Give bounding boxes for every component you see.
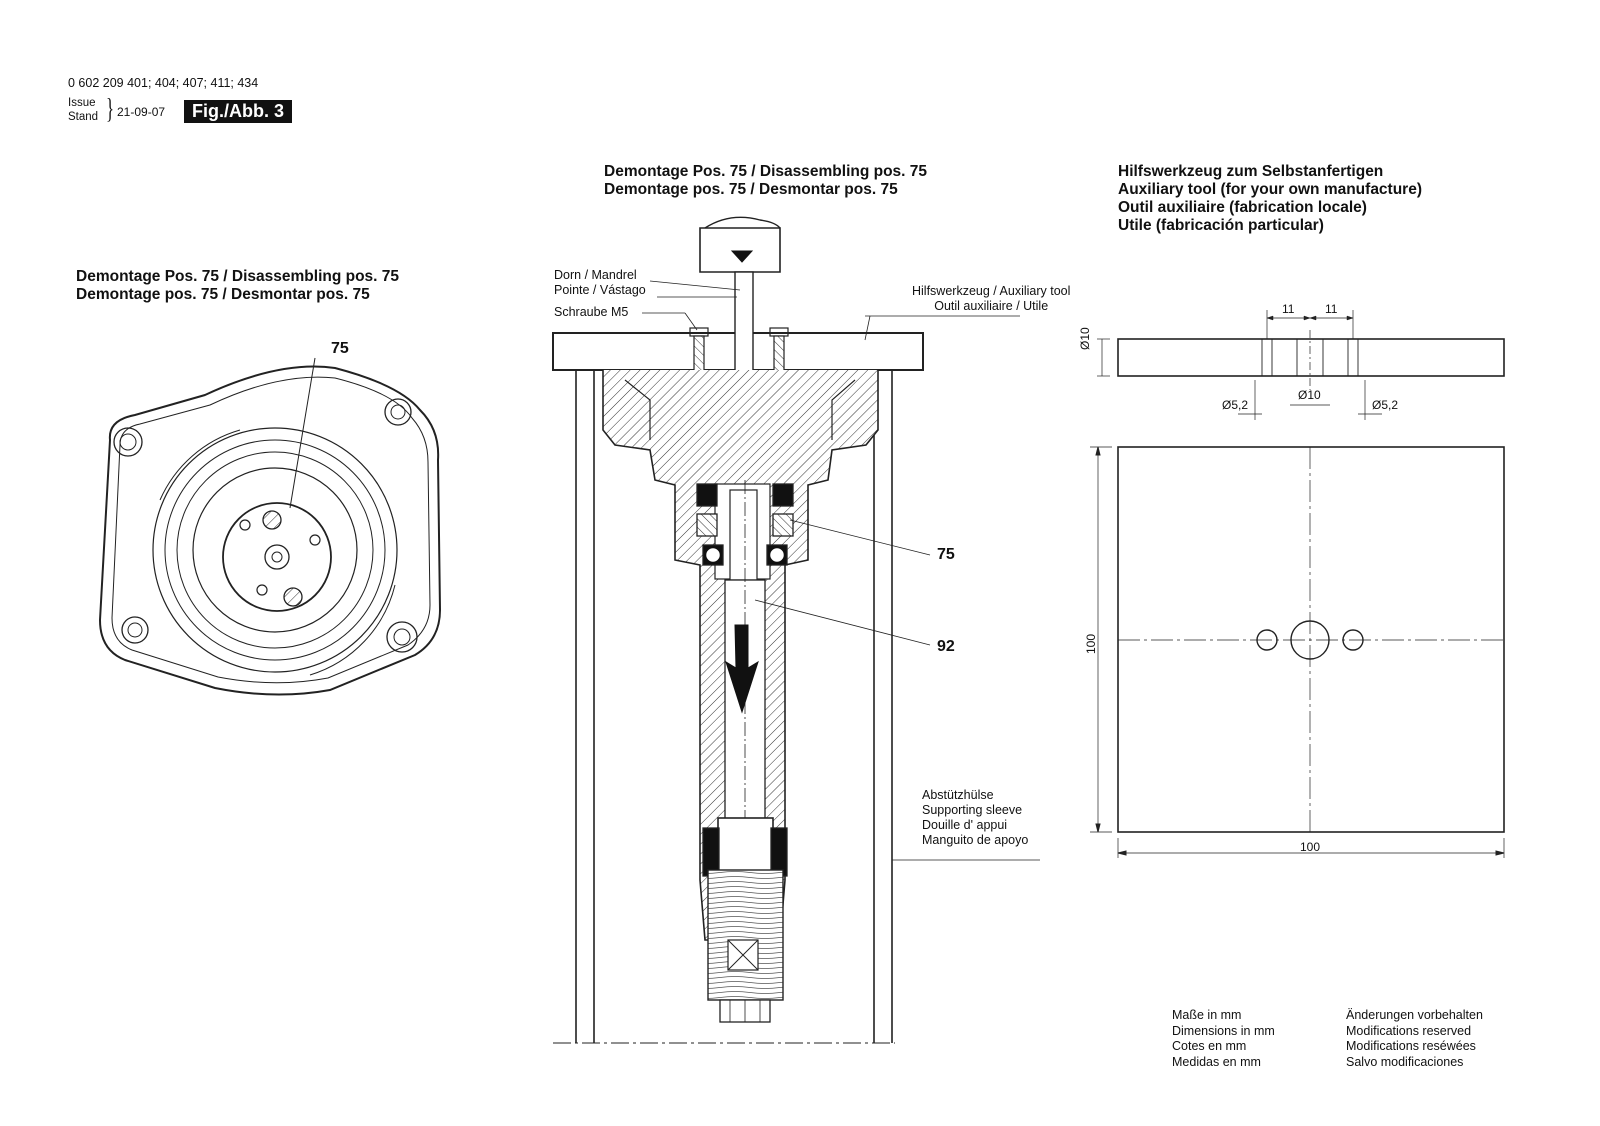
footer-mod-es: Salvo modificaciones bbox=[1346, 1054, 1464, 1069]
sleeve-line2: Supporting sleeve bbox=[922, 803, 1023, 817]
issue-label: Issue bbox=[68, 97, 96, 109]
footer-mod-en: Modifications reserved bbox=[1346, 1023, 1472, 1038]
tool-title-line2: Auxiliary tool (for your own manufacture… bbox=[1118, 181, 1422, 198]
tool-title-line4: Utile (fabricación particular) bbox=[1118, 217, 1324, 234]
callout-75-section: 75 bbox=[937, 546, 955, 563]
dim-thickness: Ø10 bbox=[1078, 327, 1092, 350]
footer-dims-en: Dimensions in mm bbox=[1172, 1023, 1275, 1038]
label-mandrel-line1: Dorn / Mandrel bbox=[554, 268, 637, 282]
label-mandrel: Dorn / Mandrel Pointe / Vástago bbox=[554, 268, 646, 298]
footer-dims-de: Maße in mm bbox=[1172, 1008, 1242, 1022]
label-auxiliary-tool: Hilfswerkzeug / Auxiliary tool Outil aux… bbox=[912, 284, 1070, 314]
issue-stand-label: Issue Stand bbox=[68, 96, 98, 124]
dim-hole-center: Ø10 bbox=[1298, 388, 1321, 402]
callout-75-left: 75 bbox=[331, 340, 349, 357]
sleeve-line3: Douille d' appui bbox=[922, 818, 1008, 832]
footer-modifications-note: Änderungen vorbehalten Modifications res… bbox=[1346, 1008, 1483, 1070]
dim-height-100: 100 bbox=[1084, 633, 1098, 654]
issue-date: 21-09-07 bbox=[117, 105, 166, 119]
section-view bbox=[552, 216, 1040, 1044]
callout-92-section: 92 bbox=[937, 638, 955, 655]
tool-view-title: Hilfswerkzeug zum Selbstanfertigen Auxil… bbox=[1118, 163, 1422, 235]
footer-dims-fr: Cotes en mm bbox=[1172, 1039, 1247, 1053]
sleeve-line1: Abstützhülse bbox=[922, 788, 994, 802]
dim-width-100: 100 bbox=[1300, 840, 1321, 854]
label-supporting-sleeve: Abstützhülse Supporting sleeve Douille d… bbox=[922, 788, 1028, 848]
brace-glyph: } bbox=[106, 94, 115, 125]
section-view-title-line1: Demontage Pos. 75 / Disassembling pos. 7… bbox=[604, 163, 928, 180]
label-screw-m5: Schraube M5 bbox=[554, 305, 629, 319]
dim-11-right: 11 bbox=[1325, 302, 1338, 316]
figure-badge: Fig./Abb. 3 bbox=[184, 100, 292, 123]
label-aux-line2: Outil auxiliaire / Utile bbox=[934, 299, 1049, 313]
footer-mod-de: Änderungen vorbehalten bbox=[1346, 1008, 1483, 1022]
tool-title-line3: Outil auxiliaire (fabrication locale) bbox=[1118, 199, 1367, 216]
dim-hole-right: Ø5,2 bbox=[1372, 398, 1399, 412]
label-mandrel-line2: Pointe / Vástago bbox=[554, 283, 646, 297]
part-numbers: 0 602 209 401; 404; 407; 411; 434 bbox=[68, 76, 259, 90]
section-view-title-line2: Demontage pos. 75 / Desmontar pos. 75 bbox=[604, 181, 898, 198]
left-view-title: Demontage Pos. 75 / Disassembling pos. 7… bbox=[76, 268, 399, 304]
footer-mod-fr: Modifications reséwées bbox=[1346, 1039, 1476, 1053]
tool-title-line1: Hilfswerkzeug zum Selbstanfertigen bbox=[1118, 163, 1384, 180]
tool-side-view bbox=[1097, 310, 1505, 420]
left-view-title-line1: Demontage Pos. 75 / Disassembling pos. 7… bbox=[76, 268, 400, 285]
footer-dims-es: Medidas en mm bbox=[1172, 1054, 1261, 1069]
section-view-title: Demontage Pos. 75 / Disassembling pos. 7… bbox=[604, 163, 927, 199]
left-view-title-line2: Demontage pos. 75 / Desmontar pos. 75 bbox=[76, 286, 370, 303]
footer-dimensions-note: Maße in mm Dimensions in mm Cotes en mm … bbox=[1172, 1008, 1275, 1070]
housing-top-view bbox=[98, 357, 442, 696]
stand-label: Stand bbox=[68, 111, 99, 123]
label-aux-line1: Hilfswerkzeug / Auxiliary tool bbox=[912, 284, 1071, 298]
tool-top-view bbox=[1090, 446, 1505, 858]
dim-hole-left: Ø5,2 bbox=[1222, 398, 1249, 412]
dim-11-left: 11 bbox=[1282, 302, 1295, 316]
sleeve-line4: Manguito de apoyo bbox=[922, 833, 1029, 847]
